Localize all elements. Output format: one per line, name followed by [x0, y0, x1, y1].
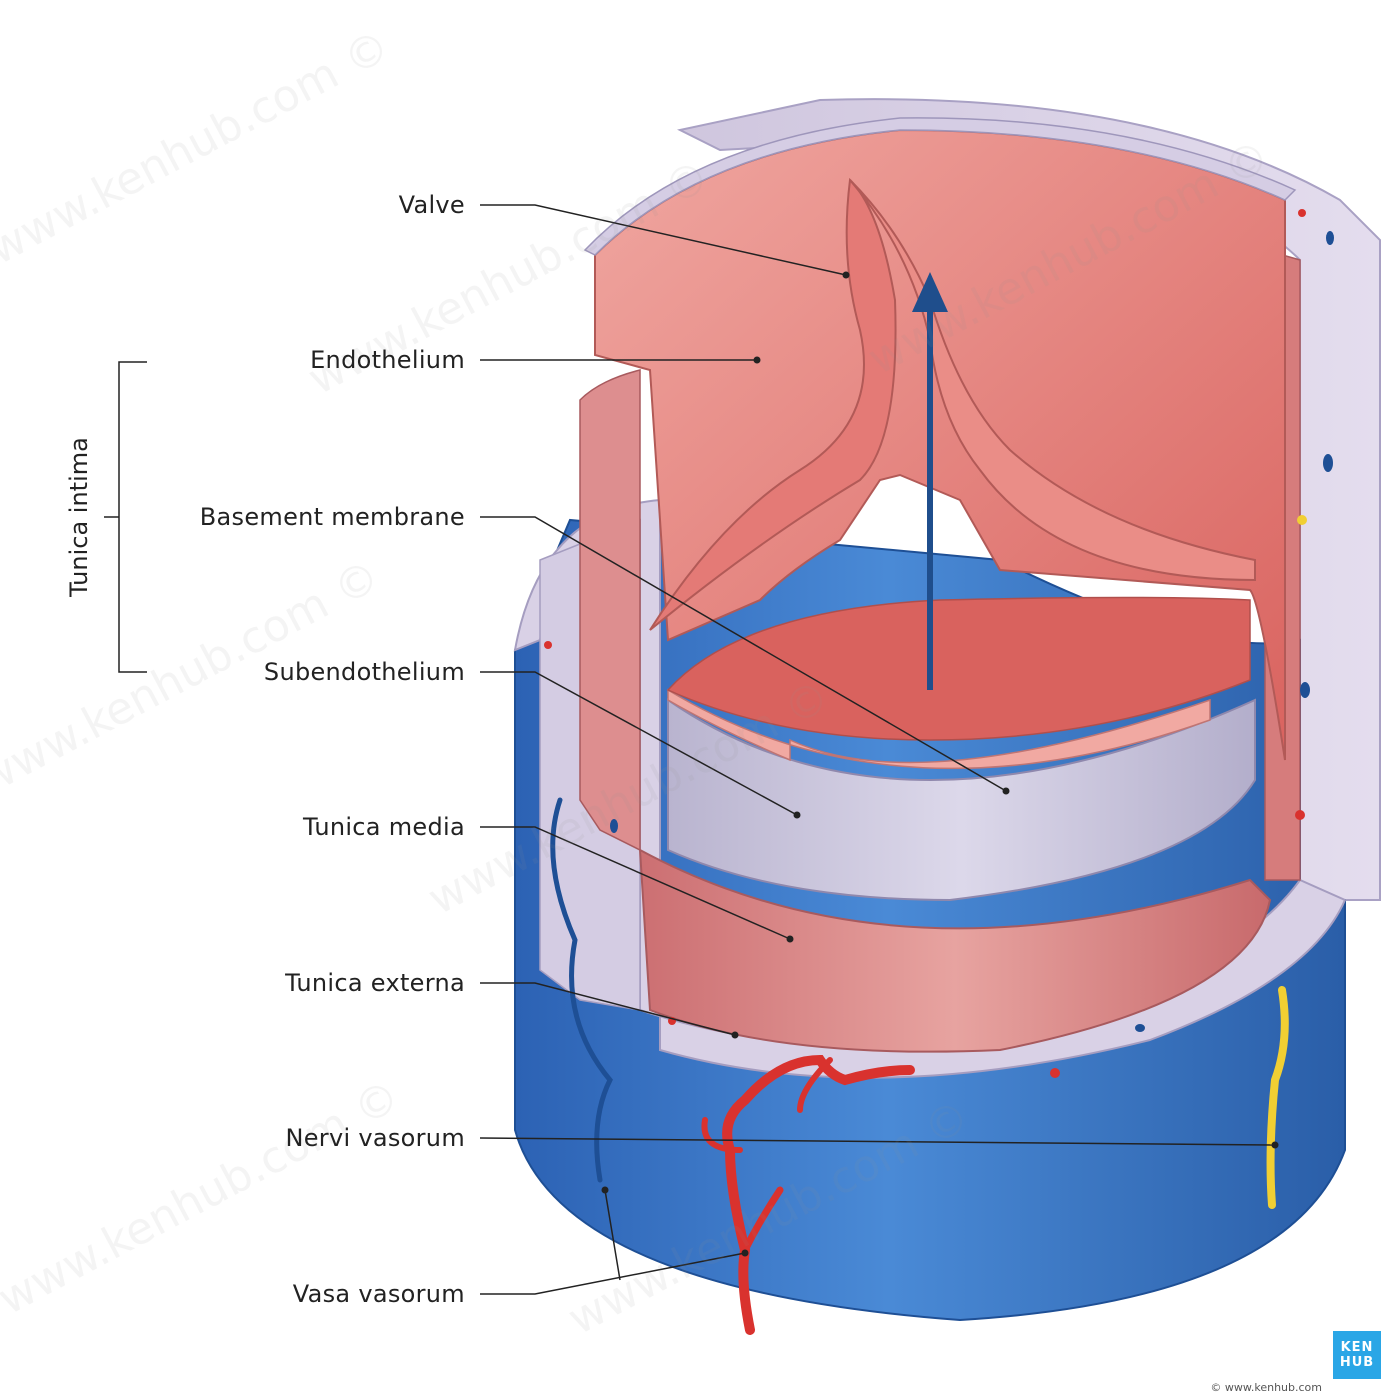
tunica-media-shape [638, 848, 1272, 1053]
leader-lines [479, 204, 1276, 1295]
lumen-floor [666, 596, 1251, 741]
label-tunica-externa: Tunica externa [285, 969, 465, 997]
inner-wall-rim [583, 117, 1297, 256]
brand-line-2: HUB [1339, 1355, 1375, 1370]
valve-cusp-right [849, 179, 1256, 582]
tunica-intima-bracket [104, 361, 147, 673]
basement-membrane-shape [667, 688, 1211, 770]
label-endothelium: Endothelium [310, 346, 465, 374]
leader-dots [601, 271, 1279, 1257]
blood-flow-arrow [912, 272, 948, 690]
leader-nervi-vasorum [479, 1137, 1276, 1146]
brand-line-1: KEN [1340, 1340, 1374, 1355]
vasa-vasorum-vein [550, 797, 613, 1183]
leader-vasa-vasorum [480, 1252, 746, 1295]
tunica-media-upper [579, 369, 641, 852]
label-basement-membrane: Basement membrane [199, 503, 465, 531]
label-tunica-intima: Tunica intima [65, 437, 93, 597]
leader-vasa-vasorum-2 [604, 1189, 621, 1281]
label-subendothelium: Subendothelium [263, 658, 465, 686]
label-nervi-vasorum: Nervi vasorum [285, 1124, 465, 1152]
leader-subendothelium [480, 671, 798, 816]
label-valve: Valve [398, 191, 465, 219]
kenhub-logo: KEN HUB [1333, 1331, 1381, 1379]
subendothelium-shape [667, 698, 1256, 902]
label-tunica-media: Tunica media [303, 813, 465, 841]
label-vasa-vasorum: Vasa vasorum [292, 1280, 465, 1308]
wall-vessels [544, 209, 1334, 1078]
copyright-footer: © www.kenhub.com [1210, 1381, 1322, 1394]
leader-basement-membrane [480, 516, 1007, 792]
leader-tunica-media [480, 826, 791, 940]
leader-tunica-externa [480, 982, 736, 1036]
leader-valve [480, 204, 847, 276]
nervi-vasorum-nerve [1266, 986, 1289, 1209]
